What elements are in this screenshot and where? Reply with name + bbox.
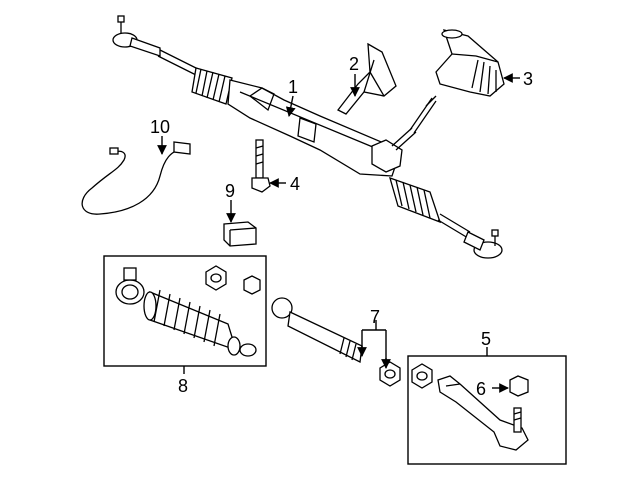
callout-2: 2 (349, 54, 359, 74)
leader-7 (361, 320, 387, 366)
callout-labels: 1 2 3 4 5 6 7 8 9 10 (150, 54, 533, 399)
callout-4: 4 (290, 174, 300, 194)
sensor-wire-harness (81, 141, 191, 215)
callout-1: 1 (288, 77, 298, 97)
callout-9: 9 (225, 181, 235, 201)
boot-kit-group (103, 255, 267, 367)
callout-leaders (157, 73, 520, 393)
inner-tie-rod (271, 297, 401, 387)
callout-3: 3 (523, 69, 533, 89)
outer-tie-rod-end-group (407, 355, 567, 465)
steering-rack-assembly (112, 15, 503, 259)
leader-1 (285, 95, 296, 117)
control-module-block (223, 221, 257, 247)
mounting-bolt (251, 139, 271, 193)
steering-boot-cover (435, 29, 505, 97)
callout-6: 6 (476, 379, 486, 399)
callout-10: 10 (150, 117, 170, 137)
callout-5: 5 (481, 329, 491, 349)
callout-7: 7 (370, 307, 380, 327)
heat-shield-bracket (337, 42, 397, 115)
callout-8: 8 (178, 376, 188, 396)
boot-kit-box (103, 255, 267, 367)
